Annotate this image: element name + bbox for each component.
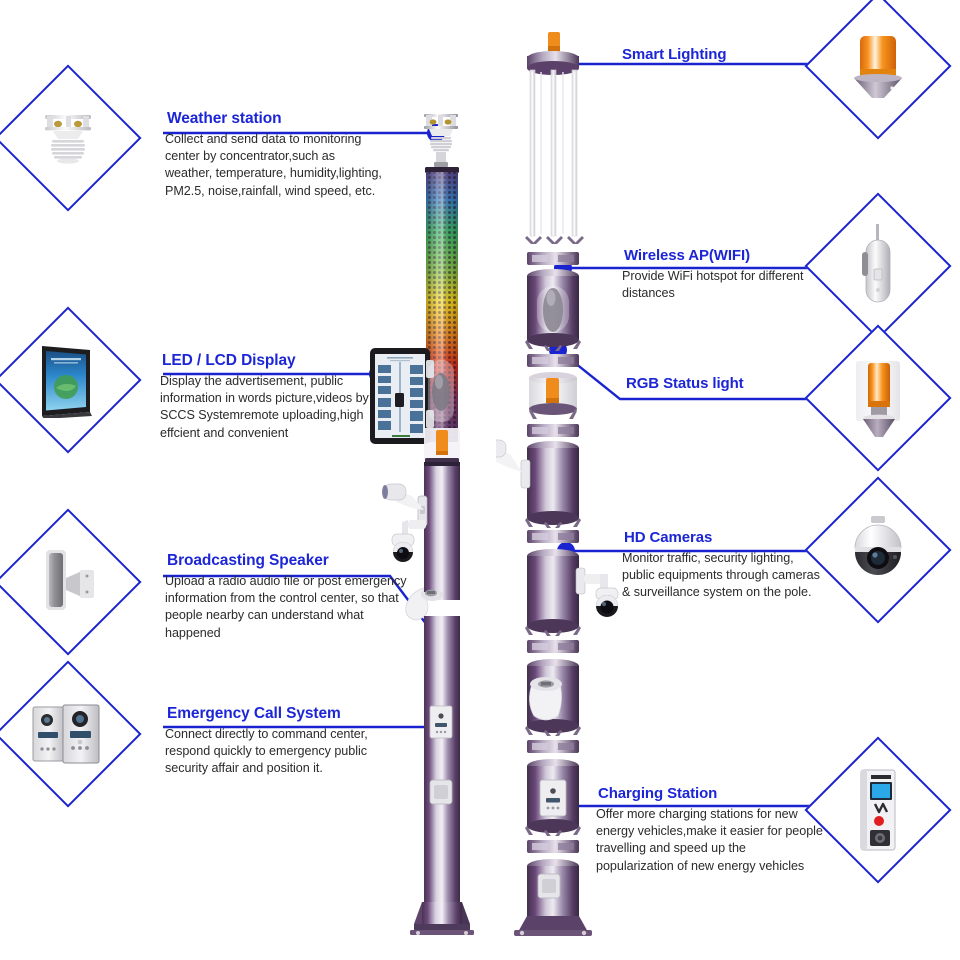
callout-broadcasting-speaker: Broadcasting Speaker Upload a radio audi… xyxy=(165,552,413,642)
exploded-connector-ring-1 xyxy=(527,252,579,265)
speaker-icon xyxy=(16,530,120,634)
callout-led-lcd-display: LED / LCD Display Display the advertisem… xyxy=(160,352,382,442)
weather-station-icon xyxy=(16,86,120,190)
intercom-icon xyxy=(16,682,120,786)
exploded-segment-charging-station xyxy=(514,859,592,936)
callout-body: Connect directly to command center, resp… xyxy=(165,727,368,776)
pole-ptz-camera xyxy=(391,520,426,562)
callout-title: Wireless AP(WIFI) xyxy=(624,247,750,264)
exploded-segment-smart-lighting xyxy=(525,32,584,244)
exploded-connector-ring-6 xyxy=(527,740,579,753)
pole-shaft-upper xyxy=(424,462,460,600)
lcd-display-icon xyxy=(16,328,120,432)
exploded-segment-speaker xyxy=(525,659,581,736)
diamond-frame-rgb-status xyxy=(804,324,952,472)
callout-title: Smart Lighting xyxy=(622,46,727,63)
callout-body: Display the advertisement, public inform… xyxy=(160,374,369,440)
callout-title: HD Cameras xyxy=(624,529,713,546)
callout-hd-cameras: HD Cameras Monitor traffic, security lig… xyxy=(622,529,822,602)
diamond-frame-charging-station xyxy=(804,736,952,884)
callout-title: Emergency Call System xyxy=(167,705,341,722)
callout-title: RGB Status light xyxy=(626,375,744,392)
pole-weather-station-head xyxy=(424,114,458,167)
callout-title: LED / LCD Display xyxy=(162,352,296,369)
rgb-status-light-icon xyxy=(826,346,930,450)
diamond-frame-led-lcd xyxy=(0,306,142,454)
callout-title: Weather station xyxy=(167,110,282,127)
callout-emergency-call-system: Emergency Call System Connect directly t… xyxy=(165,705,395,778)
callout-title: Broadcasting Speaker xyxy=(167,552,329,569)
diamond-frame-speaker xyxy=(0,508,142,656)
pole-charging-door xyxy=(429,779,453,805)
diamond-frame-hd-cameras xyxy=(804,476,952,624)
exploded-segment-ptz-camera xyxy=(525,549,619,636)
pole-rgb-status-light xyxy=(424,428,460,464)
diamond-frame-smart-lighting xyxy=(804,0,952,140)
callout-body: Provide WiFi hotspot for different dista… xyxy=(622,269,804,301)
ev-charger-icon xyxy=(826,758,930,862)
callout-body: Collect and send data to monitoring cent… xyxy=(165,132,382,198)
pole-emergency-call-panel xyxy=(429,705,453,739)
callout-body: Monitor traffic, security lighting, publ… xyxy=(622,551,820,600)
callout-body: Offer more charging stations for new ene… xyxy=(596,807,823,873)
exploded-connector-ring-4 xyxy=(527,530,579,543)
callout-body: Upload a radio audio file or post emerge… xyxy=(165,574,407,640)
diamond-frame-weather-station xyxy=(0,64,142,212)
exploded-segment-wireless-ap xyxy=(525,269,581,351)
callout-wireless-ap: Wireless AP(WIFI) Provide WiFi hotspot f… xyxy=(622,247,822,302)
pole-shaft-middle xyxy=(424,616,460,766)
pole-speaker-module xyxy=(428,360,454,422)
exploded-segment-emergency-call xyxy=(525,759,581,836)
exploded-connector-ring-2 xyxy=(527,354,579,367)
diamond-frame-wireless-ap xyxy=(804,192,952,340)
exploded-segment-bullet-camera xyxy=(481,439,581,528)
pole-horn-speaker xyxy=(405,582,460,621)
callout-title: Charging Station xyxy=(598,785,718,802)
pole-base xyxy=(410,902,474,935)
ptz-camera-icon xyxy=(826,498,930,602)
beacon-light-icon xyxy=(826,14,930,118)
pole-bullet-camera xyxy=(382,483,424,510)
callout-weather-station: Weather station Collect and send data to… xyxy=(165,110,385,200)
wifi-ap-icon xyxy=(826,214,930,318)
assembled-smart-pole xyxy=(352,110,492,950)
exploded-segment-rgb-status xyxy=(529,372,577,419)
callout-rgb-status-light: RGB Status light xyxy=(624,375,824,396)
callout-charging-station: Charging Station Offer more charging sta… xyxy=(596,785,824,875)
diamond-frame-emergency-call xyxy=(0,660,142,808)
exploded-connector-ring-7 xyxy=(527,840,579,853)
callout-smart-lighting: Smart Lighting xyxy=(620,46,830,67)
exploded-connector-ring-3 xyxy=(527,424,579,437)
exploded-smart-pole xyxy=(481,28,626,948)
exploded-connector-ring-5 xyxy=(527,640,579,653)
